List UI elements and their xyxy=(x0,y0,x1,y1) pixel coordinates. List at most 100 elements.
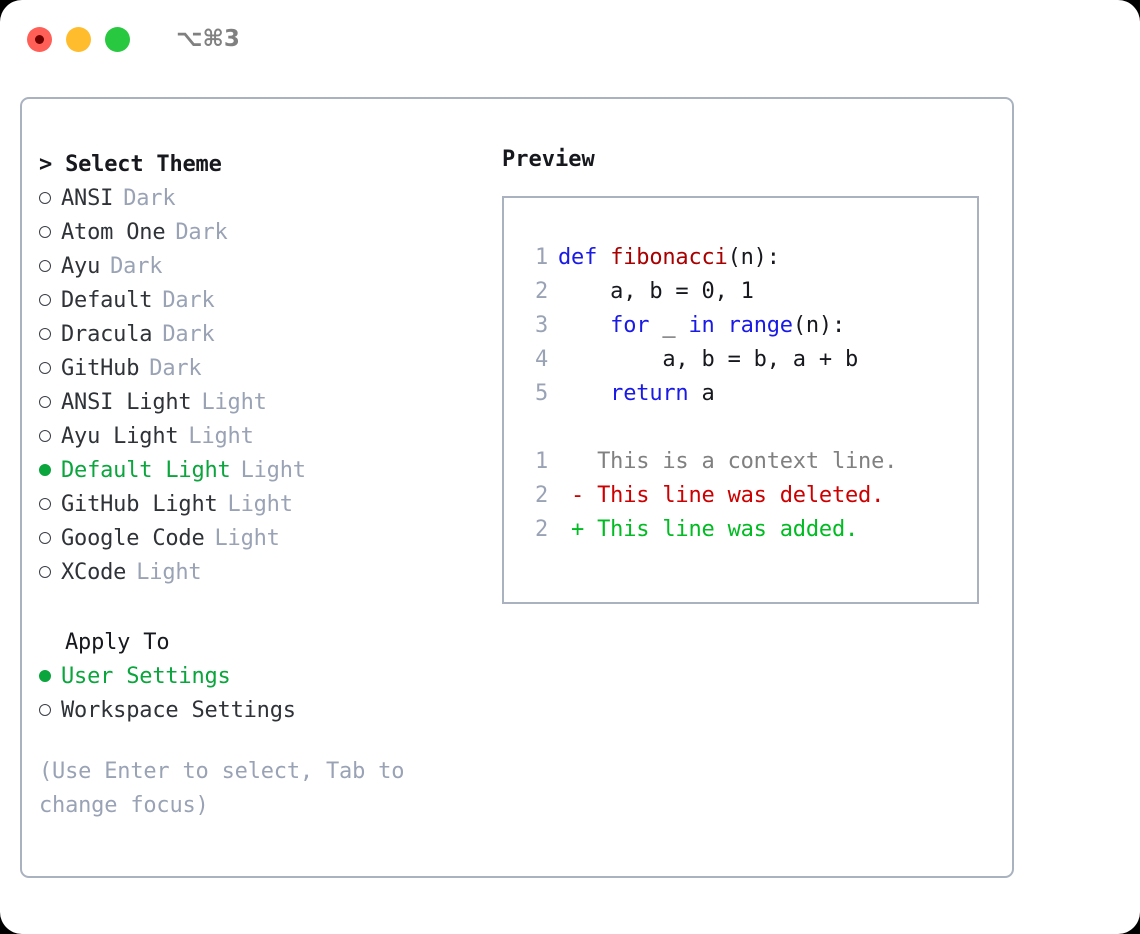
code-token: range xyxy=(727,312,793,338)
recording-dot-icon xyxy=(35,34,44,44)
code-line-number: 1 xyxy=(534,448,548,474)
radio-glyph xyxy=(39,463,51,476)
theme-list-item[interactable]: ANSI Dark xyxy=(39,181,469,215)
code-token: fibonacci xyxy=(610,244,728,270)
code-token: a, b = 0, 1 xyxy=(558,278,754,304)
radio-unselected-icon[interactable] xyxy=(39,356,61,381)
radio-glyph xyxy=(39,191,51,204)
theme-kind-label: Dark xyxy=(149,355,202,381)
select-theme-header: > Select Theme xyxy=(39,151,222,177)
code-line: 1 This is a context line. xyxy=(520,444,971,478)
code-token: for xyxy=(558,312,663,338)
maximize-button[interactable] xyxy=(105,26,130,52)
theme-kind-label: Light xyxy=(214,525,280,551)
radio-unselected-icon[interactable] xyxy=(39,698,61,723)
code-line: 2 - This line was deleted. xyxy=(520,478,971,512)
code-line-number: 4 xyxy=(534,346,548,372)
apply-to-heading: Apply To xyxy=(65,629,170,655)
radio-glyph xyxy=(39,293,51,306)
radio-unselected-icon[interactable] xyxy=(39,322,61,347)
radio-selected-icon[interactable] xyxy=(39,458,61,483)
radio-unselected-icon[interactable] xyxy=(39,220,61,245)
radio-unselected-icon[interactable] xyxy=(39,390,61,415)
apply-to-option[interactable]: User Settings xyxy=(39,659,469,693)
code-token: in xyxy=(688,312,728,338)
radio-unselected-icon[interactable] xyxy=(39,288,61,313)
theme-kind-label: Dark xyxy=(110,253,163,279)
theme-kind-label: Light xyxy=(201,389,267,415)
code-token: return xyxy=(558,380,702,406)
radio-glyph xyxy=(39,361,51,374)
radio-glyph xyxy=(39,703,51,716)
radio-unselected-icon[interactable] xyxy=(39,186,61,211)
theme-name-label: Dracula xyxy=(61,321,153,347)
radio-unselected-icon[interactable] xyxy=(39,254,61,279)
apply-to-label: User Settings xyxy=(61,663,231,689)
code-token: a, b = b, a + b xyxy=(558,346,859,372)
shortcut-label: ⌥⌘3 xyxy=(176,26,240,52)
radio-glyph xyxy=(39,225,51,238)
radio-unselected-icon[interactable] xyxy=(39,560,61,585)
radio-unselected-icon[interactable] xyxy=(39,492,61,517)
theme-list-item[interactable]: Dracula Dark xyxy=(39,317,469,351)
code-token: - This line was deleted. xyxy=(558,482,885,508)
theme-name-label: ANSI xyxy=(61,185,114,211)
radio-glyph xyxy=(39,669,51,682)
code-line-number: 1 xyxy=(534,244,548,270)
code-line: 2 a, b = 0, 1 xyxy=(520,274,971,308)
theme-kind-label: Light xyxy=(227,491,293,517)
theme-kind-label: Dark xyxy=(162,321,215,347)
theme-list-item[interactable]: GitHub Light Light xyxy=(39,487,469,521)
code-token: a xyxy=(701,380,715,406)
radio-selected-icon[interactable] xyxy=(39,664,61,689)
theme-name-label: Default xyxy=(61,287,153,313)
theme-kind-label: Dark xyxy=(123,185,176,211)
theme-kind-label: Light xyxy=(188,423,254,449)
preview-title: Preview xyxy=(502,147,595,172)
code-line-number: 5 xyxy=(534,380,548,406)
code-line: 2 + This line was added. xyxy=(520,512,971,546)
code-token: This is a context line. xyxy=(558,448,898,474)
radio-unselected-icon[interactable] xyxy=(39,424,61,449)
code-token: def xyxy=(558,244,611,270)
keyboard-hint-text: (Use Enter to select, Tab to change focu… xyxy=(39,759,405,818)
theme-name-label: GitHub xyxy=(61,355,140,381)
code-token: _ xyxy=(662,312,689,338)
close-button[interactable] xyxy=(27,26,52,52)
apply-to-option[interactable]: Workspace Settings xyxy=(39,693,469,727)
theme-kind-label: Dark xyxy=(175,219,228,245)
theme-kind-label: Light xyxy=(136,559,202,585)
code-line-number: 2 xyxy=(534,482,548,508)
radio-glyph xyxy=(39,327,51,340)
code-line xyxy=(520,410,971,444)
theme-name-label: GitHub Light xyxy=(61,491,218,517)
code-token: (n): xyxy=(792,312,846,338)
code-line-number: 3 xyxy=(534,312,548,338)
code-line-number: 2 xyxy=(534,278,548,304)
code-line: 5 return a xyxy=(520,376,971,410)
theme-list-item[interactable]: GitHub Dark xyxy=(39,351,469,385)
code-token: (n): xyxy=(727,244,780,270)
radio-unselected-icon[interactable] xyxy=(39,526,61,551)
radio-glyph xyxy=(39,395,51,408)
radio-glyph xyxy=(39,429,51,442)
radio-glyph xyxy=(39,259,51,272)
code-line-number: 2 xyxy=(534,516,548,542)
code-line: 3 for _ in range(n): xyxy=(520,308,971,342)
minimize-button[interactable] xyxy=(66,26,91,52)
